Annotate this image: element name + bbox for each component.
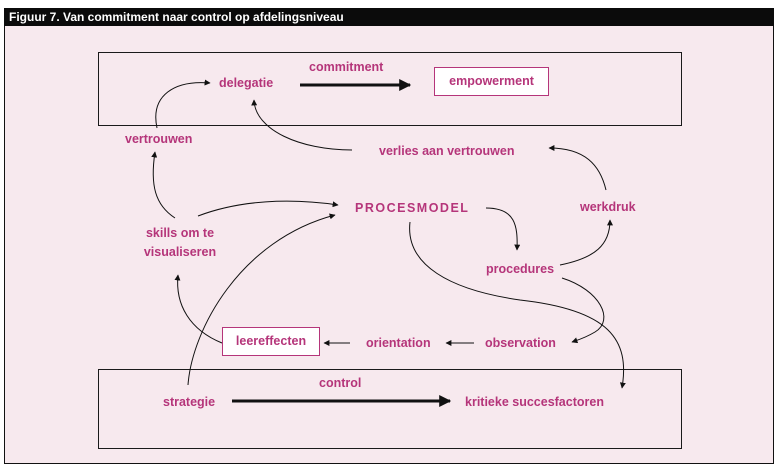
- procesmodel-to-procedures: [485, 207, 521, 251]
- procesmodel-to-kritieke: [409, 221, 626, 389]
- node-visualiseren: visualiseren: [143, 245, 217, 259]
- node-commitment: commitment: [309, 60, 384, 74]
- node-werkdruk: werkdruk: [580, 200, 636, 214]
- node-kritieke-succesfactoren: kritieke succesfactoren: [465, 395, 604, 409]
- node-control: control: [319, 376, 362, 390]
- leereffecten-to-skills: [174, 274, 223, 344]
- strategie-to-procesmodel: [187, 213, 336, 386]
- verlies-to-delegatie: [251, 99, 353, 151]
- node-skills-om-te: skills om te: [145, 226, 215, 240]
- node-delegatie: delegatie: [219, 76, 274, 90]
- werkdruk-to-verlies: [548, 145, 607, 191]
- vertrouwen-to-delegatie: [155, 79, 211, 129]
- skills-to-vertrouwen: [151, 151, 176, 219]
- procedures-to-observation: [561, 277, 605, 344]
- top-band: [98, 52, 682, 126]
- bottom-band: [98, 369, 682, 449]
- node-observation: observation: [485, 336, 556, 350]
- node-strategie: strategie: [163, 395, 216, 409]
- node-empowerment: empowerment: [434, 67, 549, 96]
- node-procedures: procedures: [486, 262, 555, 276]
- figure-title: Figuur 7. Van commitment naar control op…: [4, 8, 774, 26]
- procedures-to-werkdruk: [559, 219, 613, 266]
- node-leereffecten: leereffecten: [222, 327, 320, 356]
- node-vertrouwen: vertrouwen: [125, 132, 193, 146]
- node-verlies-aan-vertrouwen: verlies aan vertrouwen: [379, 144, 515, 158]
- skills-to-procesmodel: [197, 200, 339, 217]
- node-orientation: orientation: [366, 336, 431, 350]
- node-procesmodel: PROCESMODEL: [355, 201, 470, 215]
